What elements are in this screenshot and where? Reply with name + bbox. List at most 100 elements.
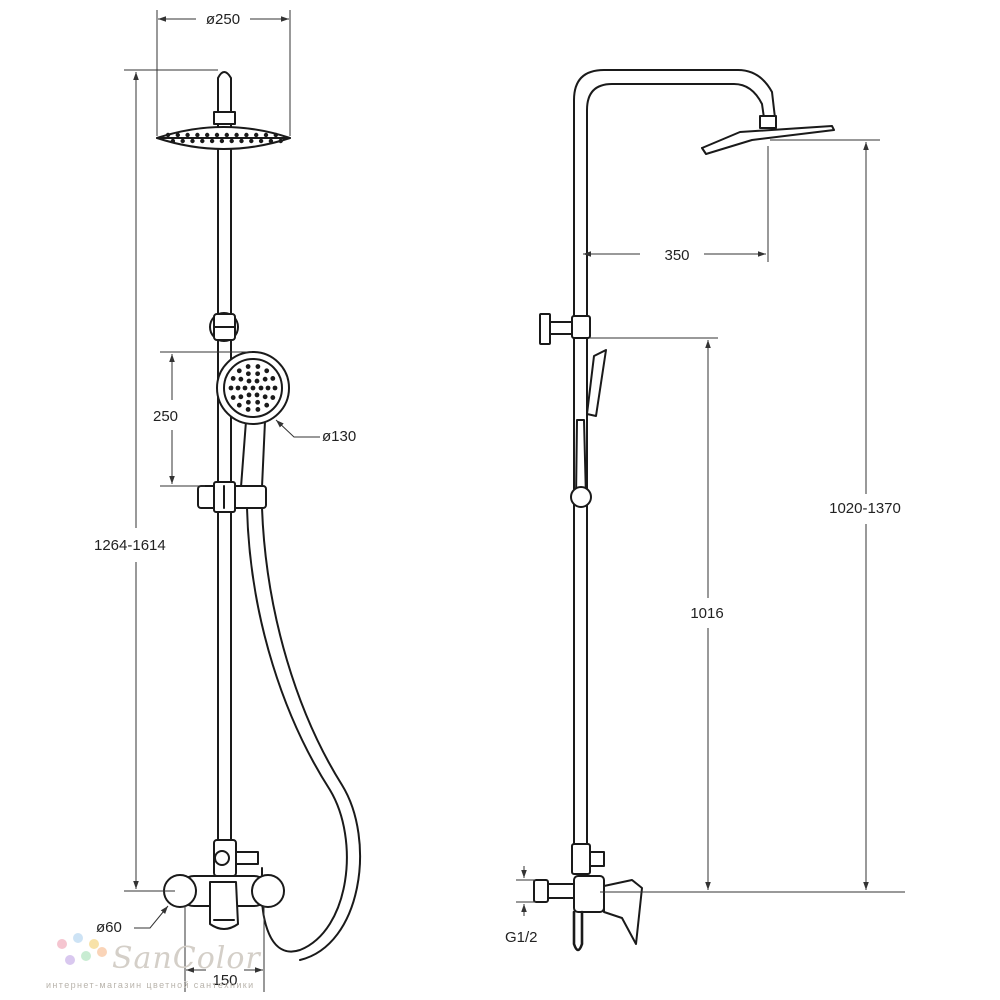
nozzle-dot	[170, 138, 176, 144]
hand-nozzle-dot	[230, 376, 236, 381]
hand-nozzle-dot	[245, 371, 251, 377]
hand-nozzle-dot	[230, 395, 236, 400]
hand-nozzle-dot	[262, 376, 268, 382]
label-thread: G1/2	[505, 929, 538, 946]
front-gooseneck	[217, 71, 232, 129]
nozzle-dot	[254, 132, 259, 138]
nozzle-dot	[165, 132, 171, 138]
dimension-labels: ø250 1264-1614 250 ø130 ø60 150 350 1020…	[94, 11, 901, 989]
hand-nozzle-dot	[254, 392, 260, 398]
side-mixer	[533, 875, 643, 952]
label-holder-spacing: 250	[153, 408, 178, 425]
nozzle-dot	[234, 132, 239, 138]
watermark-dot	[81, 951, 91, 961]
hand-nozzle-dot	[255, 399, 261, 405]
nozzle-dot	[219, 138, 225, 144]
hand-nozzle-dot	[246, 392, 252, 398]
label-mixer-diameter: ø60	[96, 919, 122, 936]
nozzle-dot	[273, 132, 278, 138]
nozzle-dot	[229, 138, 234, 144]
hand-nozzle-dot	[245, 364, 251, 369]
hand-nozzle-dot	[255, 371, 261, 377]
hand-nozzle-dot	[272, 385, 278, 391]
overhead-nozzles	[165, 132, 283, 144]
nozzle-dot	[200, 138, 205, 144]
watermark-logo-dots	[57, 933, 107, 965]
watermark-dot	[89, 939, 99, 949]
hand-nozzle-dot	[242, 385, 248, 391]
nozzle-dot	[224, 132, 229, 138]
side-view	[533, 69, 835, 952]
hand-nozzle-dot	[228, 385, 234, 391]
nozzle-dot	[190, 138, 195, 144]
watermark-tagline: интернет-магазин цветной сантехники	[46, 980, 255, 990]
hand-nozzle-dot	[270, 395, 276, 400]
label-total-height: 1264-1614	[94, 537, 166, 554]
label-overhead-height: 1020-1370	[829, 500, 901, 517]
hand-nozzle-dot	[245, 407, 251, 412]
hand-nozzle-dot	[262, 394, 268, 400]
nozzle-dot	[239, 138, 244, 144]
nozzle-dot	[263, 132, 269, 138]
label-overhead-diameter: ø250	[206, 11, 240, 28]
hand-nozzle-dot	[238, 376, 244, 382]
label-arm-reach: 350	[664, 247, 689, 264]
hand-nozzle-dot	[236, 368, 242, 374]
watermark-dot	[65, 955, 75, 965]
hand-nozzle-dot	[236, 402, 242, 408]
hand-nozzle-dot	[238, 394, 244, 400]
hand-nozzle-dot	[250, 385, 256, 391]
hand-nozzle-dot	[264, 368, 270, 374]
hand-nozzle-dot	[254, 378, 260, 384]
watermark-dot	[73, 933, 83, 943]
nozzle-dot	[205, 132, 210, 138]
hand-nozzle-dot	[245, 399, 251, 405]
front-diverter	[213, 839, 259, 877]
hand-nozzle-dot	[255, 364, 261, 369]
side-overhead-shower	[701, 115, 835, 155]
watermark-dot	[97, 947, 107, 957]
front-hand-shower	[216, 351, 290, 488]
hand-nozzle-dot	[255, 407, 261, 412]
front-upper-bracket	[209, 312, 239, 342]
front-hose-outer	[261, 507, 361, 961]
nozzle-dot	[209, 138, 215, 144]
hand-nozzle-dot	[270, 376, 276, 381]
label-mixer-spacing: 150	[212, 972, 237, 989]
hand-nozzle-dot	[235, 385, 241, 391]
front-head-connector	[213, 111, 236, 125]
label-hand-shower-diameter: ø130	[322, 428, 356, 445]
hand-nozzle-dot	[258, 385, 264, 391]
side-diverter	[571, 843, 605, 875]
nozzle-dot	[214, 132, 220, 138]
nozzle-dot	[258, 138, 264, 144]
watermark-brand: SanColor	[112, 941, 261, 976]
side-riser-arm	[573, 69, 776, 861]
nozzle-dot	[180, 138, 185, 144]
hand-nozzle-dot	[246, 378, 252, 384]
front-view	[156, 71, 361, 961]
label-slider-height: 1016	[690, 605, 723, 622]
side-upper-bracket	[539, 313, 591, 345]
watermark-dot	[57, 939, 67, 949]
hand-shower-nozzles	[228, 364, 278, 412]
nozzle-dot	[185, 132, 190, 138]
front-overhead-shower	[156, 126, 291, 150]
nozzle-dot	[249, 138, 254, 144]
nozzle-dot	[195, 132, 200, 138]
nozzle-dot	[278, 138, 283, 144]
hand-nozzle-dot	[265, 385, 271, 391]
front-mixer	[163, 874, 285, 930]
front-slider-holder	[197, 481, 267, 513]
side-riser-arm-inner	[586, 83, 765, 861]
nozzle-dot	[244, 132, 249, 138]
dimension-lines	[124, 10, 905, 992]
nozzle-dot	[268, 138, 274, 144]
watermark: SanColor интернет-магазин цветной сантех…	[46, 933, 261, 990]
hand-nozzle-dot	[264, 402, 270, 408]
nozzle-dot	[175, 132, 180, 138]
side-hand-shower	[570, 349, 607, 508]
front-hose	[246, 507, 348, 953]
